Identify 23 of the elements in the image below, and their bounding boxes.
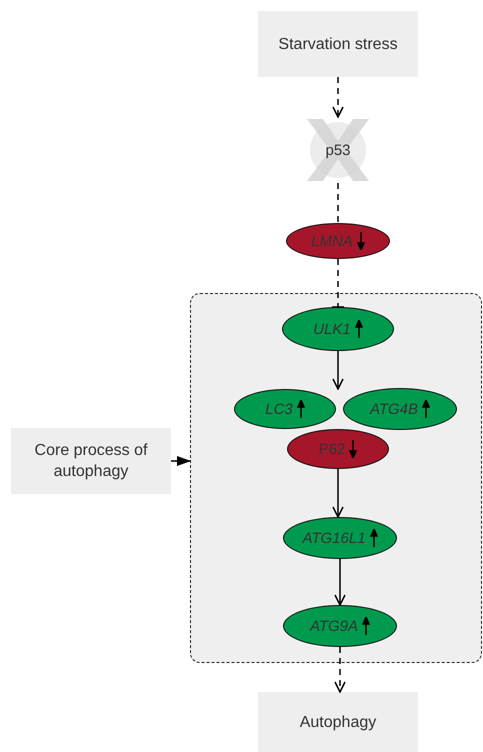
box-label: Starvation stress — [278, 34, 398, 54]
arrow — [171, 456, 191, 466]
arrow — [334, 647, 346, 693]
arrow — [334, 559, 346, 606]
gene-label: ULK1 — [313, 320, 351, 338]
gene-label: LMNA — [311, 232, 353, 250]
box-label: Autophagy — [300, 712, 376, 732]
connector-line — [337, 183, 339, 223]
arrow — [332, 469, 344, 518]
arrow — [332, 77, 344, 118]
gene-label: p53 — [325, 142, 351, 158]
box-label: Core process of autophagy — [34, 441, 148, 482]
gene-label: ATG4B — [370, 400, 418, 418]
gene-label: LC3 — [265, 400, 293, 418]
label-box — [11, 428, 171, 494]
gene-label: ATG16L1 — [302, 530, 366, 546]
label-box — [258, 11, 418, 77]
process-region — [190, 293, 482, 663]
gene-label: ATG9A — [310, 618, 358, 634]
inhibition-line — [331, 259, 345, 308]
label-box — [258, 692, 418, 752]
arrow — [332, 351, 344, 390]
gene-label: P62 — [318, 440, 346, 458]
